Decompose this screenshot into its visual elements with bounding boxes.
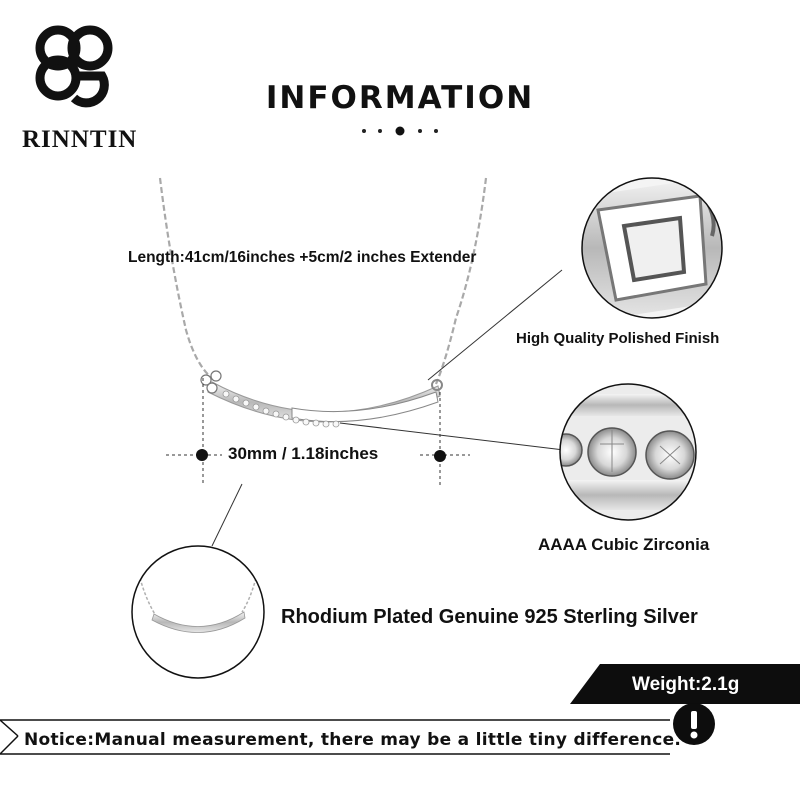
finish-label: High Quality Polished Finish	[516, 330, 720, 347]
material-callout-line	[211, 483, 243, 547]
material-detail-circle	[131, 545, 265, 679]
title-dots-divider	[362, 126, 438, 136]
exclamation-icon	[673, 703, 715, 745]
finish-callout-line	[427, 269, 563, 381]
brand-name: RINNTIN	[22, 126, 138, 153]
finish-detail-circle	[581, 177, 723, 319]
necklace-chain-right	[434, 177, 488, 385]
size-label: 30mm / 1.18inches	[228, 444, 379, 463]
length-label: Length:41cm/16inches +5cm/2 inches Exten…	[128, 249, 477, 266]
pendant-bar	[200, 370, 443, 428]
notice-text: Notice:Manual measurement, there may be …	[24, 730, 682, 750]
necklace-chain-left	[158, 177, 215, 381]
weight-banner	[570, 664, 800, 704]
cz-detail-circle	[559, 383, 697, 521]
weight-label: Weight:2.1g	[632, 674, 740, 695]
material-label: Rhodium Plated Genuine 925 Sterling Silv…	[281, 606, 698, 628]
pendant-knot	[200, 370, 222, 394]
brand-logo-icon	[35, 25, 113, 108]
page-title: INFORMATION	[265, 80, 535, 116]
cubic-zirconia-label: AAAA Cubic Zirconia	[538, 535, 710, 554]
cz-callout-line	[339, 422, 565, 451]
